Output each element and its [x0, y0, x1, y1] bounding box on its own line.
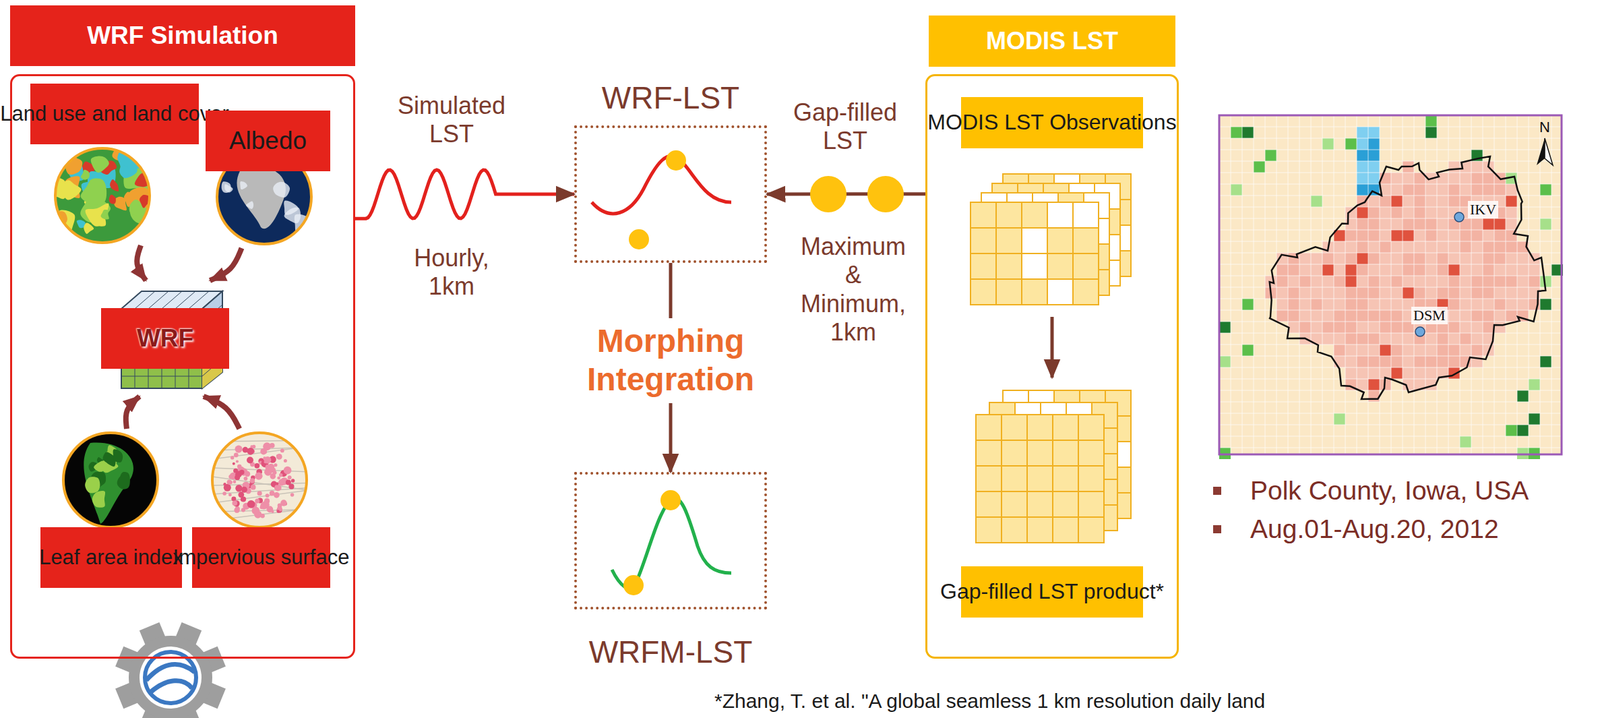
observation-panel: MODIS LSTMODIS LST ObservationsGap-fille… — [925, 74, 1179, 659]
bullet — [1213, 486, 1222, 495]
edge-label: Gap-filled LST — [784, 98, 906, 156]
connector-arrow — [126, 396, 140, 429]
observation-stack: MODIS LST Observations — [943, 94, 1161, 317]
map-label: DSM — [1411, 306, 1448, 325]
node-label: Gap-filled LST product* — [961, 566, 1144, 618]
edge-label: Simulated LST — [390, 91, 513, 149]
node-label: WRF — [101, 308, 230, 369]
node-label: Albedo — [205, 110, 331, 172]
impervious-map — [212, 420, 307, 539]
connector-arrow — [355, 169, 575, 219]
leaf-area-globe — [63, 432, 158, 528]
input-layer: Land use and land cover — [26, 80, 203, 246]
connector-arrow — [210, 248, 242, 281]
box-heading: WRF-LST — [562, 79, 779, 116]
panel-title: WRF Simulation — [10, 5, 356, 67]
morphed-curve — [611, 489, 732, 596]
node-label: Impervious surface — [192, 527, 331, 588]
input-layer: Leaf area index — [33, 428, 189, 591]
input-layer: Impervious surface — [188, 428, 334, 591]
model-core: WRF — [101, 280, 230, 397]
connector-arrow — [203, 396, 240, 429]
product-box: WRF-LST — [574, 125, 767, 263]
connector-arrow — [136, 245, 146, 281]
simulated-curve — [591, 150, 732, 250]
node-label: MODIS LST Observations — [961, 97, 1144, 149]
data-dot — [867, 175, 904, 213]
gap-filled-stack: Gap-filled LST product* — [943, 377, 1161, 621]
input-layer: Albedo — [202, 107, 334, 249]
box-heading: WRFM-LST — [562, 633, 779, 670]
node-label: Land use and land cover — [30, 83, 199, 145]
period-note: Aug.01-Aug.20, 2012 — [1250, 513, 1499, 545]
study-area-map — [1219, 115, 1563, 459]
north-arrow-label: N — [1539, 118, 1551, 137]
edge-note: Maximum & Minimum, 1km — [793, 232, 913, 348]
bullet — [1213, 525, 1222, 534]
observation-grids — [970, 173, 1131, 305]
simulation-panel: WRF SimulationLand use and land coverAlb… — [10, 74, 356, 659]
gap-filled-grids — [975, 390, 1131, 543]
product-box: WRFM-LST — [574, 471, 767, 610]
panel-title: MODIS LST — [928, 15, 1176, 67]
land-use-map — [45, 136, 160, 247]
edge-label: Morphing Integration — [569, 318, 772, 403]
footnote: *Zhang, T. et al. "A global seamless 1 k… — [714, 688, 1266, 713]
map-label: IKV — [1467, 200, 1499, 219]
connector-arrow — [1050, 316, 1055, 378]
data-dot — [810, 175, 847, 213]
site-note: Polk County, Iowa, USA — [1250, 475, 1529, 507]
earth-engine-icon — [115, 622, 226, 718]
node-label: Leaf area index — [40, 527, 182, 588]
edge-note: Hourly, 1km — [390, 243, 513, 302]
